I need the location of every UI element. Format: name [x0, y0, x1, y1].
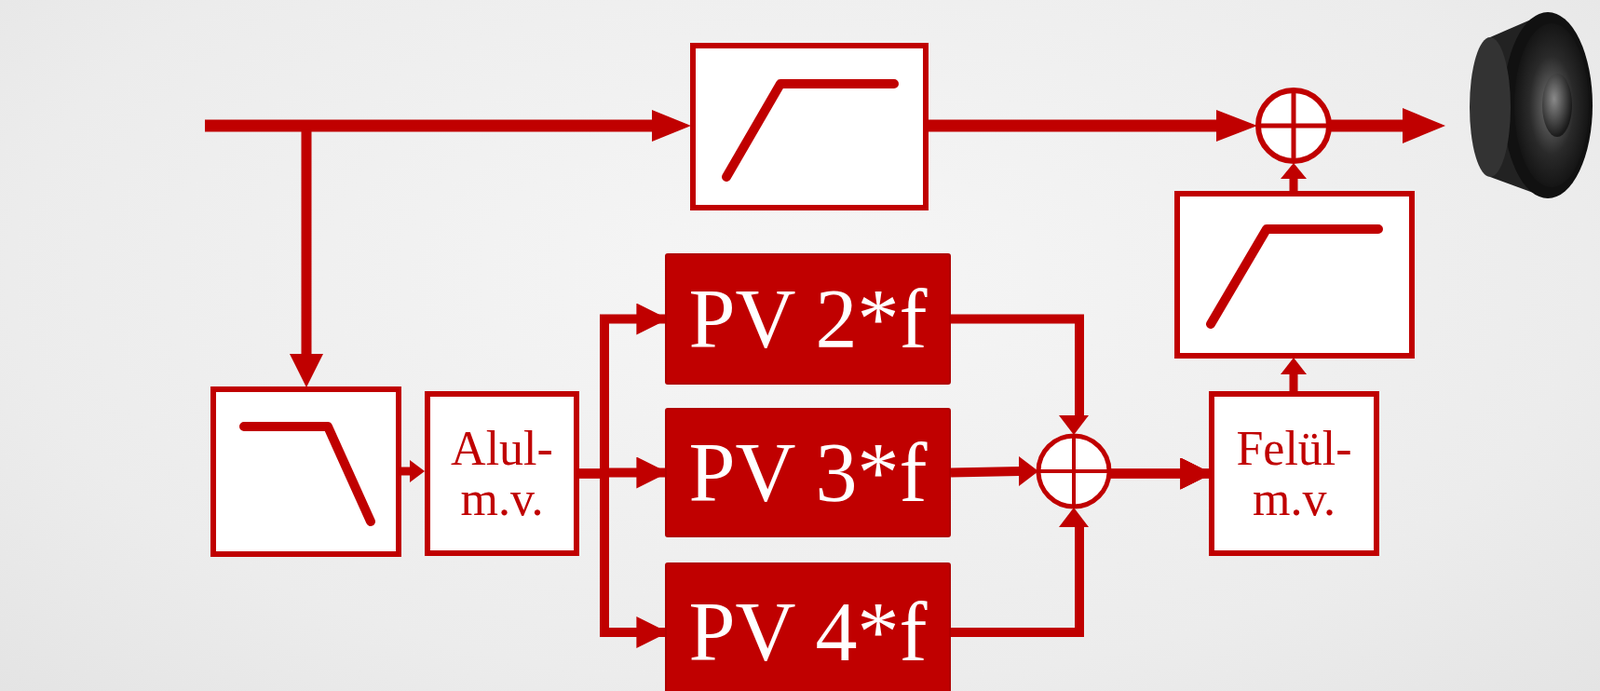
- phase-vocoder-box: PV 2*f: [664, 253, 951, 385]
- signal-line: [927, 120, 1221, 133]
- box-label: PV 2*f: [689, 277, 928, 362]
- signal-line: [301, 120, 312, 359]
- phase-vocoder-box: PV 4*f: [664, 562, 951, 691]
- signal-line: [1289, 372, 1299, 392]
- arrow-head: [1280, 162, 1307, 179]
- highpass-envelope-box: Felül- m.v.: [1208, 391, 1380, 556]
- plus-sign: [1071, 435, 1076, 507]
- arrow-head: [1058, 415, 1089, 435]
- signal-connector: [950, 474, 1209, 634]
- loudspeaker: [1469, 12, 1593, 199]
- summing-junction: [1038, 435, 1110, 507]
- lowpass-symbol: [244, 426, 371, 522]
- signal-line: [204, 120, 657, 133]
- signal-connector: [579, 474, 665, 634]
- highpass-filter: [692, 45, 926, 208]
- arrow-head: [409, 460, 425, 483]
- arrow-head: [1018, 456, 1039, 487]
- box-label: PV 4*f: [689, 590, 928, 675]
- box-label: Felül- m.v.: [1235, 423, 1352, 523]
- highpass-symbol: [1210, 229, 1379, 325]
- arrow-head: [1402, 108, 1446, 144]
- arrow-head: [1280, 357, 1307, 375]
- summing-junction: [1258, 90, 1329, 162]
- arrow-head: [1216, 109, 1258, 142]
- audio-waveform: [7, 42, 205, 200]
- highpass-filter: [1177, 193, 1412, 356]
- signal-connector: [579, 319, 665, 475]
- plus-sign: [1291, 90, 1297, 162]
- box-label: Alul- m.v.: [450, 423, 554, 523]
- arrow-head: [289, 353, 324, 388]
- highpass-symbol: [726, 83, 895, 177]
- box-label: PV 3*f: [689, 431, 928, 516]
- signal-line: [1289, 176, 1299, 192]
- signal-line: [1328, 120, 1407, 133]
- signal-connector: [950, 319, 1209, 475]
- arrow-head: [1058, 507, 1089, 528]
- arrow-head: [651, 109, 692, 142]
- lowpass-envelope-box: Alul- m.v.: [424, 391, 580, 556]
- lowpass-filter: [213, 389, 399, 555]
- phase-vocoder-box: PV 3*f: [664, 407, 951, 538]
